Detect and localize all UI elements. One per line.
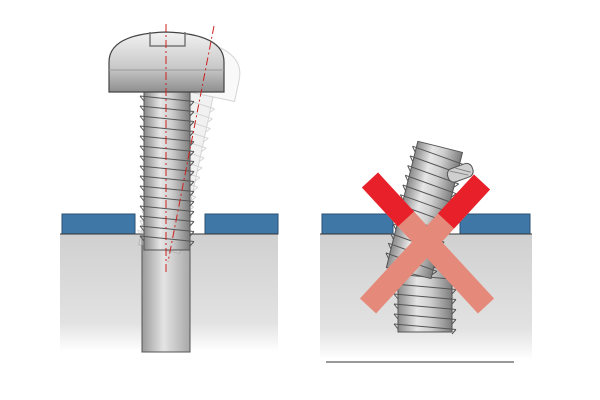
- right-panel: [320, 140, 532, 363]
- thread-tooth: [139, 155, 195, 167]
- thread-tooth: [139, 175, 195, 187]
- thread-tooth: [393, 303, 457, 315]
- left-plate-right: [204, 213, 279, 235]
- thread-tooth: [139, 95, 195, 107]
- left-plate-left: [61, 213, 136, 235]
- thread-tooth: [139, 205, 195, 217]
- right-plate-left: [321, 213, 394, 235]
- cross-mark-icon: [359, 172, 495, 314]
- thread-tooth: [139, 195, 195, 207]
- pan-head-screw-icon: [108, 31, 225, 251]
- thread-tooth: [139, 215, 195, 227]
- thread-tooth: [393, 293, 457, 305]
- thread-tooth: [139, 235, 195, 247]
- thread-tooth: [139, 115, 195, 127]
- right-broken-pin: [446, 162, 474, 183]
- thread-tooth: [139, 185, 195, 197]
- right-plate-right: [459, 213, 531, 235]
- left-panel: [60, 24, 279, 353]
- thread-tooth: [404, 174, 457, 198]
- thread-tooth: [393, 313, 457, 325]
- left-screw-slot: [149, 32, 186, 47]
- thread-tooth: [139, 165, 195, 177]
- thread-tooth: [139, 145, 195, 157]
- thread-tooth: [393, 323, 457, 335]
- left-screw-threads: [139, 95, 195, 247]
- thread-tooth: [139, 105, 195, 117]
- thread-tooth: [139, 225, 195, 237]
- thread-tooth: [139, 135, 195, 147]
